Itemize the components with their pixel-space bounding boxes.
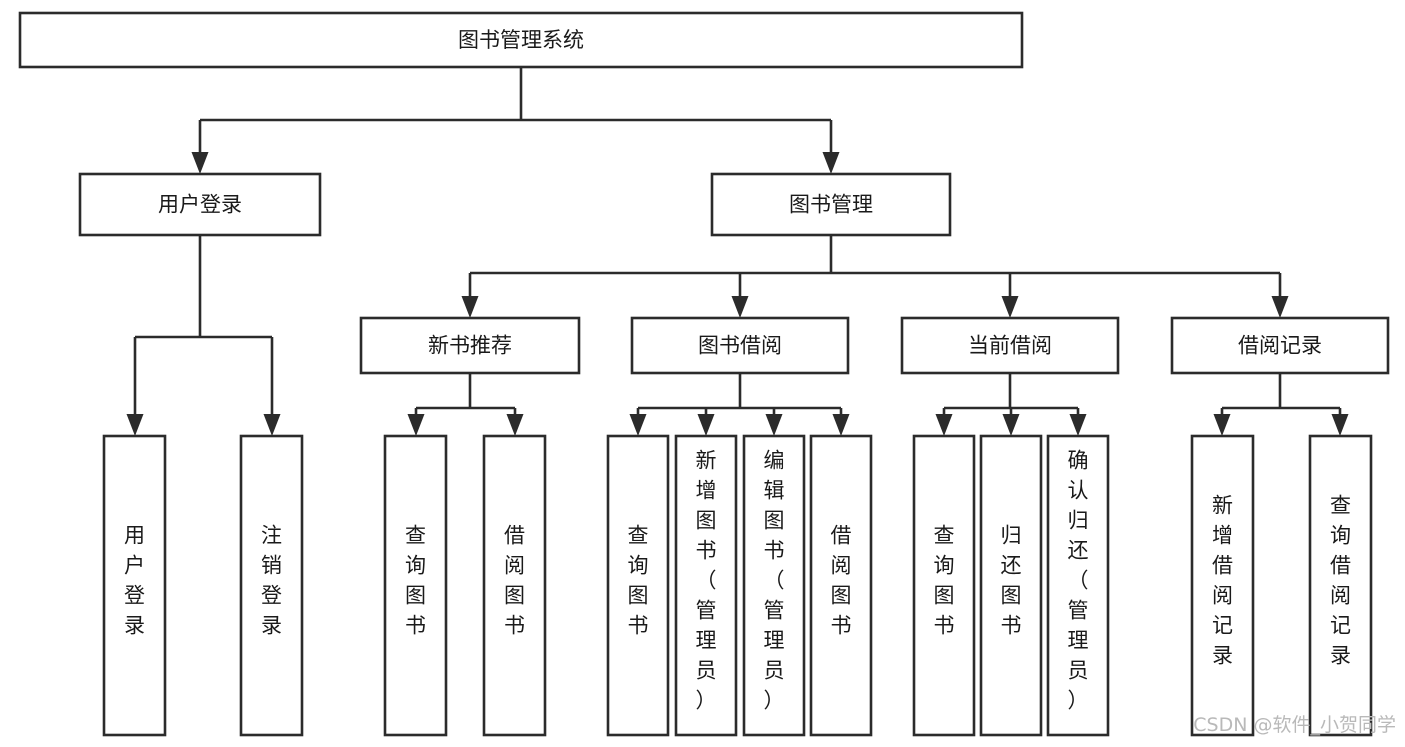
node-new-book-rec[interactable]: 新书推荐	[359, 316, 581, 375]
watermark-layer: CSDN @软件_小贺同学	[1193, 714, 1396, 736]
arrow-head-icon	[191, 152, 209, 174]
node-box[interactable]	[359, 316, 581, 375]
node-label: 查询图书	[628, 524, 649, 638]
arrow-head-icon	[1213, 414, 1231, 436]
arrow-head-icon	[1331, 414, 1349, 436]
node-label: 图书管理	[789, 193, 873, 217]
arrow-head-icon	[1069, 414, 1087, 436]
node-current-borrow[interactable]: 当前借阅	[900, 316, 1120, 375]
arrow-head-icon	[1271, 296, 1289, 318]
connector-group-book-borrow	[629, 373, 850, 436]
node-box[interactable]	[710, 172, 952, 237]
connector-group-root	[191, 67, 840, 174]
node-label: 图书管理系统	[458, 28, 584, 52]
arrow-head-icon	[629, 414, 647, 436]
nodes-layer: 图书管理系统用户登录图书管理新书推荐图书借阅当前借阅借阅记录用户登录注销登录查询…	[18, 11, 1390, 737]
node-label: 查询借阅记录	[1330, 494, 1351, 668]
arrow-head-icon	[731, 296, 749, 318]
node-label: 图书借阅	[698, 334, 782, 358]
node-label: 新增借阅记录	[1212, 494, 1233, 668]
node-label: 确认归还（管理员）	[1068, 449, 1089, 713]
node-label: 新增图书（管理员）	[696, 449, 717, 713]
arrow-head-icon	[126, 414, 144, 436]
node-box[interactable]	[606, 434, 670, 737]
node-leaf-borrow-book-2[interactable]: 借阅图书	[809, 434, 873, 737]
node-borrow-record[interactable]: 借阅记录	[1170, 316, 1390, 375]
node-user-login[interactable]: 用户登录	[78, 172, 322, 237]
node-box[interactable]	[1190, 434, 1255, 737]
arrow-head-icon	[407, 414, 425, 436]
node-leaf-return-book[interactable]: 归还图书	[979, 434, 1043, 737]
arrow-head-icon	[765, 414, 783, 436]
node-box[interactable]	[78, 172, 322, 237]
node-box[interactable]	[1046, 434, 1110, 737]
node-leaf-edit-book[interactable]: 编辑图书（管理员）	[742, 434, 806, 737]
connectors-layer	[126, 67, 1349, 436]
node-box[interactable]	[1170, 316, 1390, 375]
node-label: 用户登录	[158, 193, 242, 217]
arrow-head-icon	[1002, 414, 1020, 436]
node-leaf-query-book-3[interactable]: 查询图书	[912, 434, 976, 737]
node-box[interactable]	[482, 434, 547, 737]
connector-group-borrow-record	[1213, 373, 1349, 436]
node-label: 归还图书	[1001, 524, 1022, 638]
node-book-borrow[interactable]: 图书借阅	[630, 316, 850, 375]
node-leaf-query-book-2[interactable]: 查询图书	[606, 434, 670, 737]
arrow-head-icon	[935, 414, 953, 436]
arrow-head-icon	[1001, 296, 1019, 318]
node-label: 借阅图书	[504, 524, 525, 638]
connector-group-user-login	[126, 235, 281, 436]
node-root[interactable]: 图书管理系统	[18, 11, 1024, 69]
node-leaf-confirm-return[interactable]: 确认归还（管理员）	[1046, 434, 1110, 737]
arrow-head-icon	[263, 414, 281, 436]
node-label: 查询图书	[405, 524, 426, 638]
node-leaf-query-book-1[interactable]: 查询图书	[383, 434, 448, 737]
node-leaf-user-logout[interactable]: 注销登录	[239, 434, 304, 737]
node-label: 注销登录	[261, 524, 282, 638]
arrow-head-icon	[697, 414, 715, 436]
node-box[interactable]	[1308, 434, 1373, 737]
node-box[interactable]	[900, 316, 1120, 375]
arrow-head-icon	[506, 414, 524, 436]
node-label: 用户登录	[124, 524, 145, 638]
node-leaf-query-record[interactable]: 查询借阅记录	[1308, 434, 1373, 737]
node-label: 当前借阅	[968, 334, 1052, 358]
node-box[interactable]	[239, 434, 304, 737]
node-box[interactable]	[674, 434, 738, 737]
node-leaf-user-login[interactable]: 用户登录	[102, 434, 167, 737]
node-leaf-add-record[interactable]: 新增借阅记录	[1190, 434, 1255, 737]
connector-group-current-borrow	[935, 373, 1087, 436]
arrow-head-icon	[822, 152, 840, 174]
node-book-manage[interactable]: 图书管理	[710, 172, 952, 237]
node-leaf-add-book[interactable]: 新增图书（管理员）	[674, 434, 738, 737]
node-box[interactable]	[18, 11, 1024, 69]
csdn-watermark: CSDN @软件_小贺同学	[1193, 714, 1396, 736]
node-label: 借阅图书	[831, 524, 852, 638]
connector-group-new-book-rec	[407, 373, 524, 436]
node-box[interactable]	[742, 434, 806, 737]
node-box[interactable]	[979, 434, 1043, 737]
node-box[interactable]	[102, 434, 167, 737]
node-box[interactable]	[630, 316, 850, 375]
node-leaf-borrow-book-1[interactable]: 借阅图书	[482, 434, 547, 737]
node-label: 新书推荐	[428, 334, 512, 358]
arrow-head-icon	[832, 414, 850, 436]
node-label: 编辑图书（管理员）	[764, 449, 785, 713]
node-box[interactable]	[383, 434, 448, 737]
node-box[interactable]	[809, 434, 873, 737]
arrow-head-icon	[461, 296, 479, 318]
node-label: 借阅记录	[1238, 334, 1322, 358]
node-label: 查询图书	[934, 524, 955, 638]
node-box[interactable]	[912, 434, 976, 737]
connector-group-book-manage	[461, 235, 1289, 318]
